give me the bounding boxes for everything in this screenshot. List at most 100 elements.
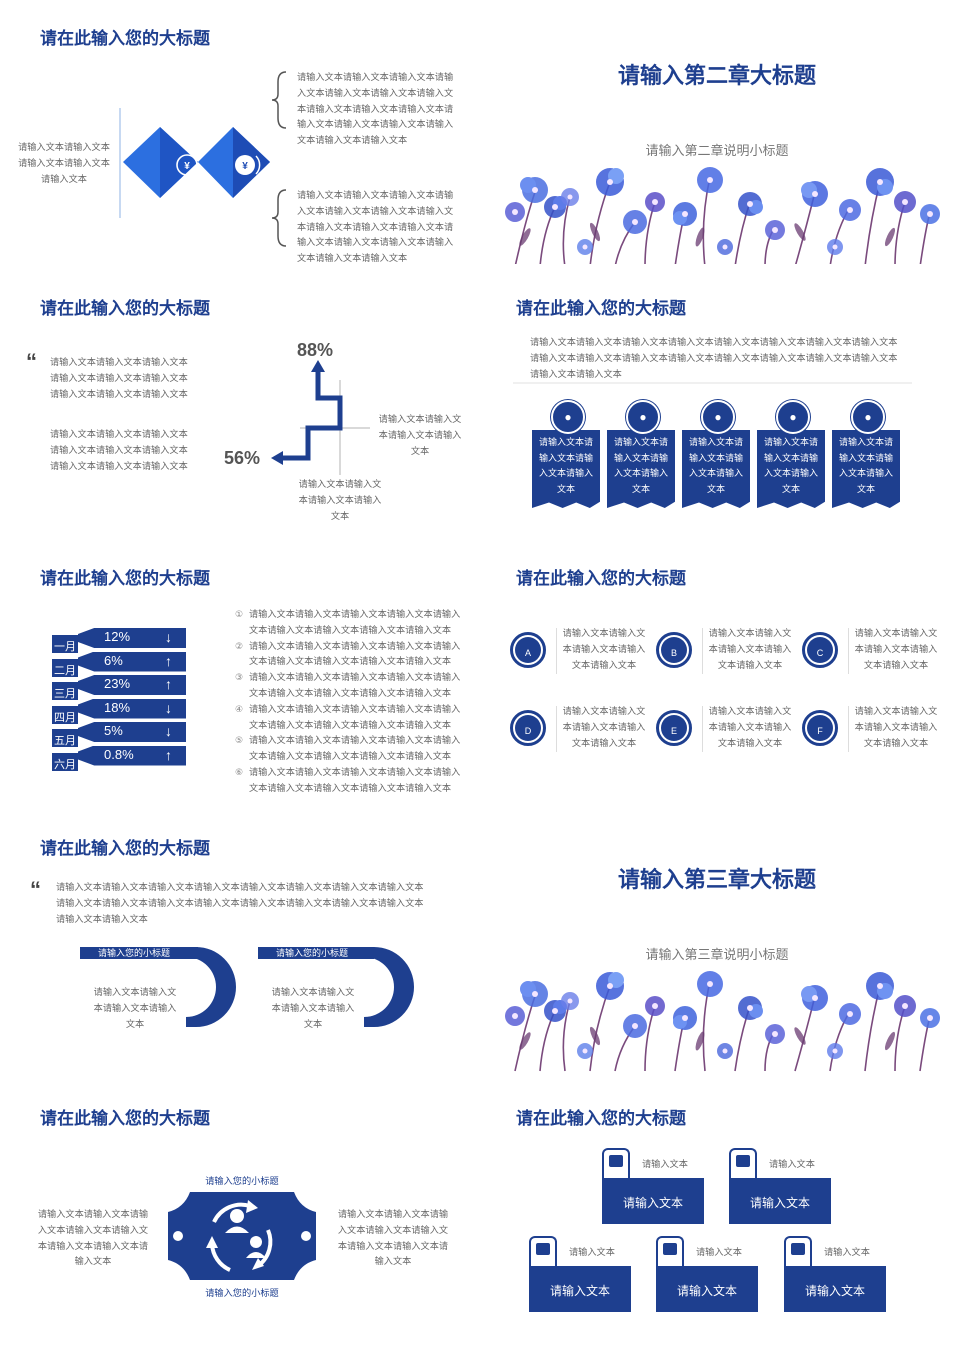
block-2-text: 请输入文本请输入文本请输入文本请输入文本 [271, 987, 355, 1029]
slide-title: 请在此输入您的大标题 [516, 1109, 686, 1128]
box-tab-label: 请输入文本 [769, 1159, 815, 1169]
box-body [729, 1178, 831, 1224]
month-label: 三月 [54, 688, 76, 700]
label-top: 请输入您的小标题 [205, 1176, 279, 1186]
value-left: 56% [224, 448, 261, 468]
camera-icon: ● [701, 400, 735, 434]
list-line-2: 文本请输入文本请输入文本请输入文本请输入文本 [249, 624, 452, 635]
right-text: 请输入文本请输入文本请输入文本请输入文本 [378, 414, 462, 456]
quote-icon: “ [26, 349, 37, 374]
list-number: ① [235, 609, 244, 619]
list-line-2: 文本请输入文本请输入文本请输入文本请输入文本 [249, 751, 452, 762]
bottom-text: 请输入文本请输入文本请输入文本请输入文本请输入文本请输入文本请输入文本请输入文本… [297, 190, 454, 264]
item-letter: E [670, 726, 677, 736]
month-label: 四月 [54, 711, 76, 724]
slide-10: 请在此输入您的大标题 请输入文本请输入文本请输入文本请输入文本请输入文本请输入文… [480, 1080, 954, 1344]
month-cell [52, 657, 78, 677]
month-label: 五月 [54, 735, 76, 747]
item-divider [848, 706, 849, 752]
video-camera-icon: ● [626, 400, 660, 434]
quote-text-top: 请输入文本请输入文本请输入文本请输入文本请输入文本请输入文本请输入文本请输入文本… [50, 357, 188, 399]
list-number: ⑤ [235, 735, 244, 746]
list-number: ③ [235, 672, 244, 683]
slide-title: 请在此输入您的大标题 [40, 1109, 210, 1128]
arrow-up-icon: ↑ [165, 676, 172, 692]
chapter-subtitle: 请输入第二章说明小标题 [645, 143, 789, 158]
presenter-icon [609, 1155, 623, 1167]
value-label: 23% [104, 676, 131, 691]
yuan-globe-icon: ¥ [176, 154, 198, 176]
card-4 [757, 430, 825, 508]
team-icon [515, 715, 541, 741]
value-label: 6% [104, 652, 123, 668]
monitor-icon: ● [851, 400, 885, 434]
right-text: 请输入文本请输入文本请输入文本请输入文本请输入文本请输入文本请输入文本请输入文本 [337, 1209, 449, 1267]
list-line-2: 文本请输入文本请输入文本请输入文本请输入文本 [249, 688, 452, 698]
value-bar [78, 698, 186, 719]
card-1 [532, 430, 600, 508]
handshake-icon [661, 715, 687, 741]
item-letter: A [524, 648, 531, 658]
arrow-up-icon: ↑ [165, 746, 172, 763]
item-letter: B [670, 648, 677, 658]
yuan-coin-icon: ¥ [235, 155, 261, 175]
slide-7: 请在此输入您的大标题 “ 请输入文本请输入文本请输入文本请输入文本请输入文本请输… [0, 810, 474, 1074]
list-line-1: 请输入文本请输入文本请输入文本请输入文本请输入 [249, 640, 461, 651]
left-text: 请输入文本请输入文本请输入文本请输入文本请输入文本请输入文本请输入文本请输入文本 [37, 1209, 149, 1267]
slide-title: 请在此输入您的大标题 [516, 569, 686, 588]
box-body-label: 请输入文本 [804, 1284, 865, 1298]
quote-text-bottom: 请输入文本请输入文本请输入文本请输入文本请输入文本请输入文本请输入文本请输入文本… [50, 429, 188, 471]
slide-4: 请在此输入您的大标题 请输入文本请输入文本请输入文本请输入文本请输入文本请输入文… [480, 270, 954, 534]
item-divider [556, 706, 557, 752]
svg-text:¥: ¥ [242, 161, 248, 172]
list-number: ⑥ [235, 767, 244, 777]
slide-8: 请输入第三章大标题 请输入第三章说明小标题 [480, 810, 954, 1074]
list-line-2: 文本请输入文本请输入文本请输入文本请输入文本 [249, 719, 452, 730]
box-tab [656, 1236, 684, 1266]
chapter-subtitle: 请输入第三章说明小标题 [645, 947, 789, 962]
box-body [656, 1266, 758, 1312]
slide-title: 请在此输入您的大标题 [40, 29, 210, 48]
slide-6: 请在此输入您的大标题 A 请输入文本请输入文本请输入文本请输入文本请输入文本 B 请输… [480, 540, 954, 804]
box-body [529, 1266, 631, 1312]
month-label: 二月 [54, 664, 76, 677]
item-text: 请输入文本请输入文本请输入文本请输入文本请输入文本 [854, 706, 938, 748]
list-line-1: 请输入文本请输入文本请输入文本请输入文本请输入 [249, 672, 461, 683]
chat-bubble-icon [807, 637, 833, 663]
box-tab-label: 请输入文本 [642, 1159, 688, 1169]
hexagon-diagram: ¥ ¥ [119, 71, 287, 247]
meeting-icon [536, 1243, 550, 1255]
box-body [784, 1266, 886, 1312]
item-letter: D [524, 726, 532, 736]
item-text: 请输入文本请输入文本请输入文本请输入文本请输入文本 [708, 706, 792, 748]
chapter-title: 请输入第三章大标题 [617, 867, 816, 892]
card-text: 请输入文本请输入文本请输入文本请输入文本 [688, 437, 743, 494]
list-line-1: 请输入文本请输入文本请输入文本请输入文本请输入 [249, 735, 461, 746]
card-2 [607, 430, 675, 508]
people-icon [663, 1243, 677, 1255]
flower-illustration [504, 970, 941, 1072]
box-body [602, 1178, 704, 1224]
value-label: 18% [104, 699, 131, 715]
quote-icon: “ [30, 877, 41, 902]
value-top: 88% [297, 340, 334, 360]
list-line-1: 请输入文本请输入文本请输入文本请输入文本请输入 [249, 703, 461, 714]
list-line-1: 请输入文本请输入文本请输入文本请输入文本请输入 [249, 609, 461, 619]
value-bar [78, 675, 186, 695]
box-tab-label: 请输入文本 [696, 1247, 742, 1257]
value-label: 5% [104, 723, 123, 738]
card-text: 请输入文本请输入文本请输入文本请输入文本 [763, 437, 818, 494]
month-label: 一月 [54, 641, 76, 653]
item-divider [702, 706, 703, 752]
chapter-title: 请输入第二章大标题 [617, 63, 816, 88]
arrow-down-icon: ↓ [165, 699, 172, 716]
box-body-label: 请输入文本 [622, 1196, 683, 1210]
bottom-text: 请输入文本请输入文本请输入文本请输入文本 [298, 479, 382, 521]
box-body-label: 请输入文本 [549, 1284, 610, 1298]
box-body-label: 请输入文本 [749, 1196, 810, 1210]
month-cell [52, 681, 78, 700]
person-podium-icon [661, 637, 687, 663]
list-number: ② [235, 640, 244, 651]
item-divider [556, 628, 557, 674]
